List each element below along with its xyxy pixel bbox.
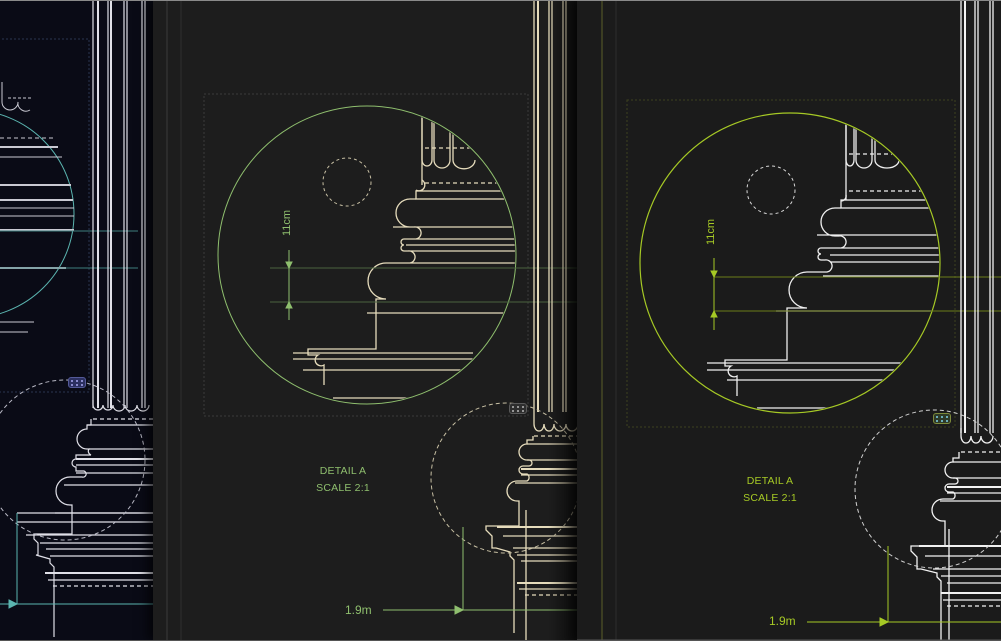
drawing-panel-lime[interactable]: 11cm DETAIL A SCALE 2:1 1.9m — [577, 0, 1001, 641]
drawing-panel-blueprint[interactable] — [0, 0, 155, 641]
scale-label: SCALE 2:1 — [316, 482, 370, 494]
detail-handle-icon[interactable] — [68, 377, 86, 388]
scale-label: SCALE 2:1 — [743, 492, 797, 504]
detail-label: DETAIL A — [746, 475, 794, 487]
column-drawing-blueprint — [0, 0, 155, 637]
top-edge — [0, 0, 1001, 1]
detail-label: DETAIL A — [319, 465, 367, 477]
drawing-panel-cream[interactable]: 11cm DETAIL A SCALE 2:1 1.9m — [153, 0, 578, 641]
column-drawing-lime — [577, 0, 1001, 641]
column-drawing-cream — [166, 0, 578, 641]
detail-handle-icon[interactable] — [933, 413, 951, 424]
height-dimension-label: 11cm — [281, 209, 293, 236]
detail-handle-icon[interactable] — [509, 403, 527, 414]
width-dimension-label: 1.9m — [769, 614, 796, 628]
width-dimension-label: 1.9m — [345, 603, 372, 617]
height-dimension-label: 11cm — [705, 218, 717, 245]
